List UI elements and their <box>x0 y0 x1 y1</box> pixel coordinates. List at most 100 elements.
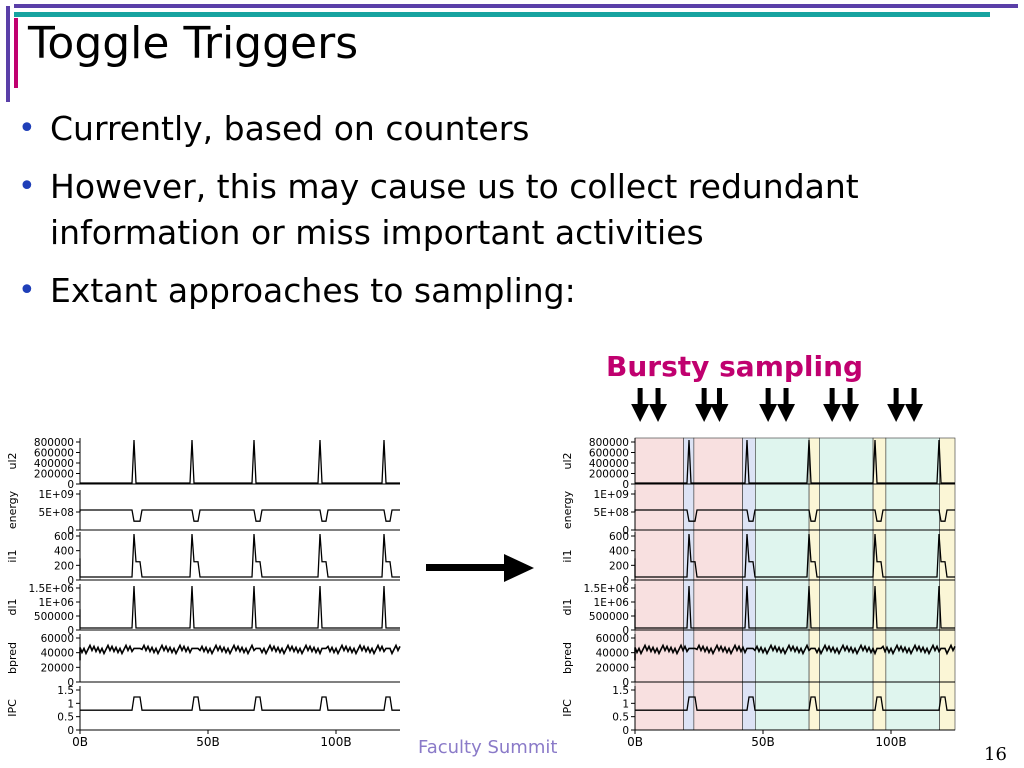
y-tick-label: 1.5E+06 <box>584 583 630 595</box>
top-bar-purple <box>14 4 1018 8</box>
down-arrow-icon <box>716 388 722 406</box>
bullet-item: • However, this may cause us to collect r… <box>18 164 930 256</box>
series-line <box>634 533 955 578</box>
series-line <box>635 439 955 484</box>
down-arrow-icon <box>765 388 771 406</box>
series-line <box>79 533 400 578</box>
y-tick-label: 0 <box>67 525 74 537</box>
down-arrow-icon <box>759 404 778 422</box>
y-tick-label: 0 <box>67 725 74 737</box>
series-line <box>635 696 955 711</box>
down-arrow-icon <box>655 388 661 406</box>
y-tick-label: 40000 <box>596 648 629 660</box>
y-tick-label: 0 <box>67 479 74 491</box>
series-line <box>79 585 400 629</box>
y-tick-label: 600000 <box>34 448 74 460</box>
down-arrow-icon <box>847 388 853 406</box>
y-tick-label: 0 <box>622 525 629 537</box>
series-line <box>80 696 400 711</box>
y-tick-label: 5E+08 <box>594 507 629 519</box>
x-tick-label: 50B <box>751 735 775 749</box>
y-axis-label: dl1 <box>561 598 574 615</box>
down-arrow-icon <box>905 404 924 422</box>
y-tick-label: 0 <box>67 677 74 689</box>
counter-trace-chart-right: 8000006000004000002000000ul21E+095E+080e… <box>561 388 956 749</box>
bullet-item: •Currently, based on counters <box>18 106 978 152</box>
sample-band <box>693 437 743 731</box>
y-tick-label: 1E+06 <box>39 597 75 609</box>
y-tick-label: 1.5 <box>612 685 629 697</box>
y-tick-label: 600 <box>54 531 74 543</box>
y-tick-label: 400000 <box>34 458 74 470</box>
bullet-text: Extant approaches to sampling: <box>50 271 576 310</box>
y-tick-label: 20000 <box>596 662 629 674</box>
down-arrow-icon <box>631 404 650 422</box>
bullet-item: • Extant approaches to sampling: <box>18 268 978 314</box>
x-tick-label: 0B <box>72 735 88 749</box>
y-tick-label: 1E+09 <box>594 489 629 501</box>
x-tick-label: 100B <box>875 735 906 749</box>
y-axis-label: energy <box>6 490 19 529</box>
y-tick-label: 400000 <box>589 458 629 470</box>
down-arrow-icon <box>701 388 707 406</box>
series-line <box>79 643 401 661</box>
page-number: 16 <box>984 744 1007 765</box>
left-bar-purple <box>6 6 10 102</box>
sample-band <box>819 437 874 731</box>
y-tick-label: 1.5 <box>57 685 74 697</box>
y-axis-label: dl1 <box>6 598 19 615</box>
y-tick-label: 1E+06 <box>594 597 630 609</box>
y-axis-label: IPC <box>561 699 574 717</box>
y-tick-label: 1 <box>67 698 74 710</box>
y-tick-label: 200 <box>609 560 629 572</box>
y-tick-label: 400 <box>54 546 74 558</box>
y-tick-label: 0.5 <box>57 712 74 724</box>
y-tick-label: 0 <box>622 575 629 587</box>
down-arrow-icon <box>710 404 729 422</box>
y-tick-label: 0 <box>622 677 629 689</box>
y-tick-label: 800000 <box>589 437 629 449</box>
y-axis-label: bpred <box>561 642 574 674</box>
down-arrow-icon <box>783 388 789 406</box>
y-tick-label: 500000 <box>589 611 629 623</box>
y-axis-label: il1 <box>6 549 19 562</box>
y-axis-label: ul2 <box>6 452 19 469</box>
x-tick-label: 50B <box>196 735 220 749</box>
y-tick-label: 40000 <box>41 648 74 660</box>
bullet-dot-icon: • <box>18 169 36 204</box>
bullet-list: •Currently, based on counters •However, … <box>18 106 978 326</box>
bullet-text: However, this may cause us to collect re… <box>50 167 859 252</box>
y-tick-label: 400 <box>609 546 629 558</box>
series-line <box>80 439 400 484</box>
x-tick-label: 100B <box>320 735 351 749</box>
y-tick-label: 0 <box>622 625 629 637</box>
down-arrow-icon <box>887 404 906 422</box>
down-arrow-icon <box>841 404 860 422</box>
right-arrow-icon <box>426 554 534 582</box>
counter-trace-chart-left: 8000006000004000002000000ul21E+095E+080e… <box>6 437 401 749</box>
y-tick-label: 500000 <box>34 611 74 623</box>
y-tick-label: 20000 <box>41 662 74 674</box>
y-tick-label: 200000 <box>589 469 629 481</box>
down-arrow-icon <box>893 388 899 406</box>
bursty-sampling-label: Bursty sampling <box>606 350 864 383</box>
y-axis-label: bpred <box>6 642 19 674</box>
y-tick-label: 600 <box>609 531 629 543</box>
sample-band <box>755 437 810 731</box>
y-tick-label: 200 <box>54 560 74 572</box>
y-axis-label: il1 <box>561 549 574 562</box>
y-tick-label: 1.5E+06 <box>29 583 75 595</box>
y-tick-label: 1 <box>622 698 629 710</box>
sample-band <box>872 437 887 731</box>
top-bar-teal <box>14 12 990 17</box>
y-tick-label: 5E+08 <box>39 507 74 519</box>
y-axis-label: ul2 <box>561 452 574 469</box>
y-tick-label: 0 <box>622 725 629 737</box>
bullet-dot-icon: • <box>18 273 36 308</box>
sample-band <box>634 437 684 731</box>
y-axis-label: energy <box>561 490 574 529</box>
y-tick-label: 60000 <box>41 633 74 645</box>
down-arrow-icon <box>649 404 668 422</box>
bullet-text: Currently, based on counters <box>50 109 530 148</box>
series-line <box>634 585 955 629</box>
